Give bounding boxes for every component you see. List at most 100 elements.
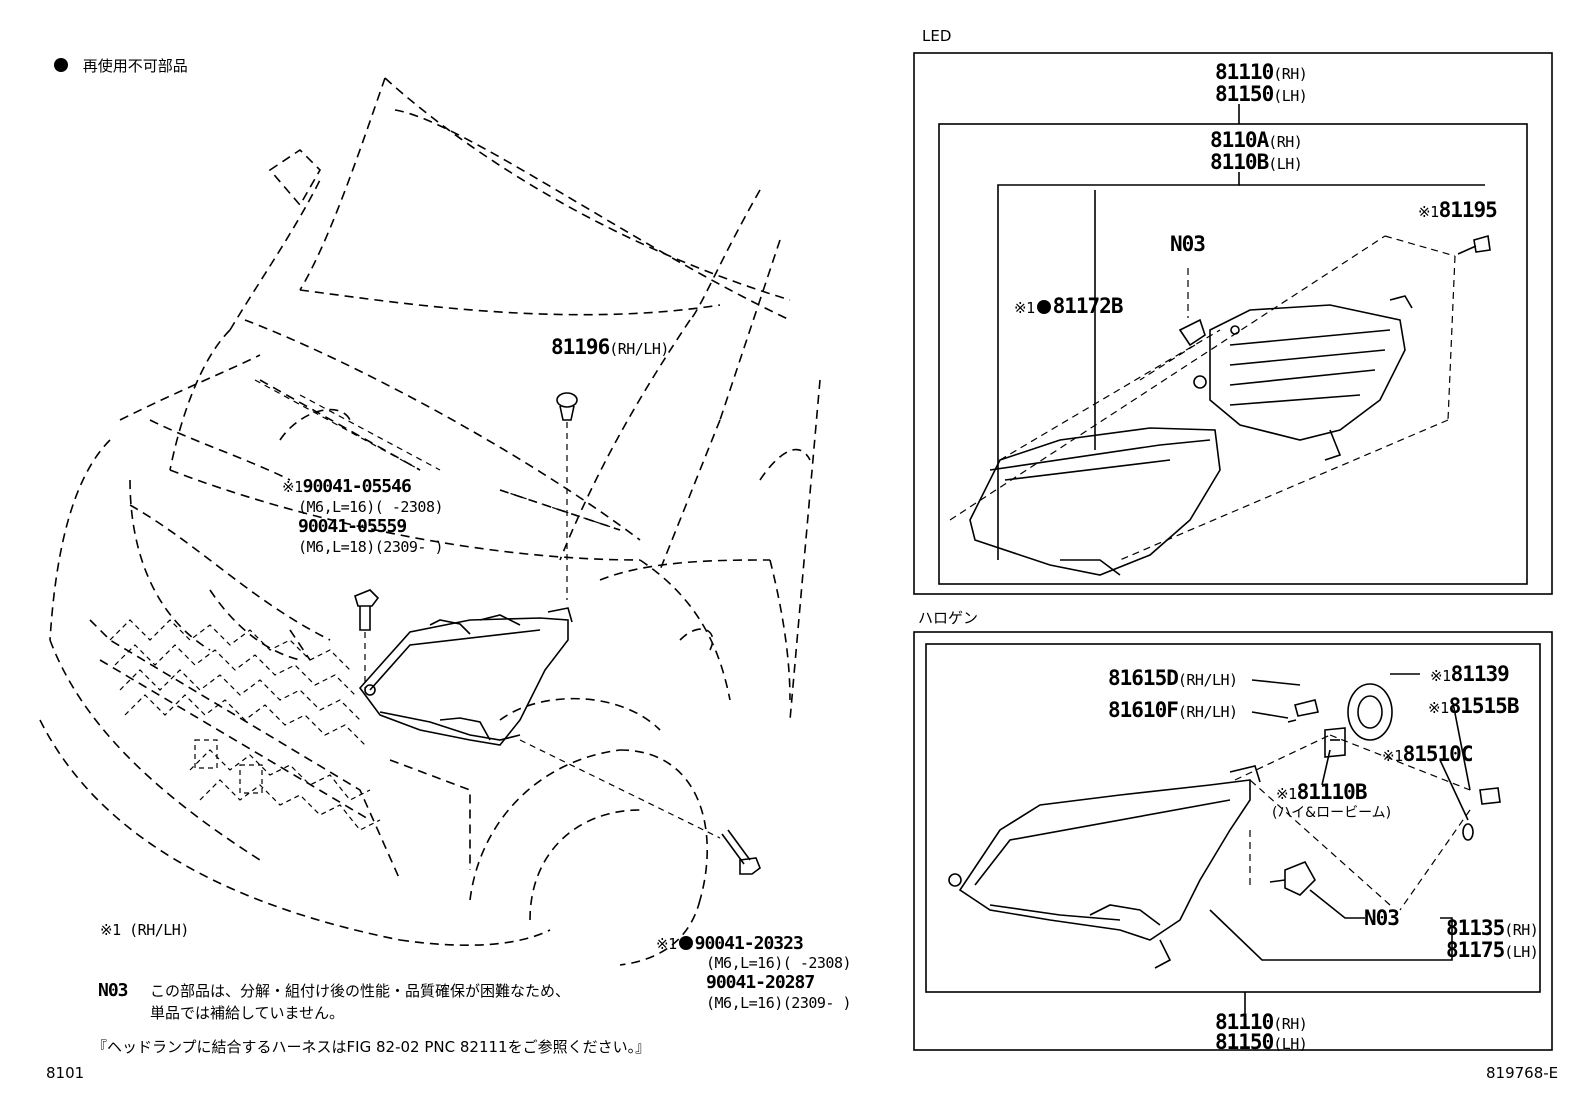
bolt-top-drawing: [354, 589, 380, 631]
part-bolt-bottom[interactable]: ※1 90041-20323: [656, 933, 804, 954]
part-bolt-top[interactable]: ※190041-05546: [282, 476, 412, 497]
bolt-bottom-a-spec: (M6,L=16)( -2308): [706, 954, 852, 972]
bolt-top-a-spec: (M6,L=16)( -2308): [298, 498, 444, 516]
part-suffix: (RH): [1273, 1015, 1308, 1033]
vehicle-front-outline: [39, 77, 821, 966]
hal-part-81110B[interactable]: ※181110B: [1276, 780, 1368, 804]
part-number: 81175: [1446, 938, 1505, 962]
part-bolt-bottom-b[interactable]: 90041-20287: [706, 972, 815, 993]
hal-part-81110-rh[interactable]: 81110(RH): [1215, 1010, 1308, 1034]
led-part-81150-lh[interactable]: 81150(LH): [1215, 84, 1308, 105]
led-mid-frame: [938, 123, 1528, 585]
clip-81196-drawing: [556, 392, 578, 421]
figure-number: 8101: [46, 1064, 85, 1082]
hl-bulb-drawing: [1324, 727, 1346, 758]
mark-note-1: ※1: [1014, 299, 1035, 317]
halogen-inner-frame: [925, 643, 1541, 993]
part-suffix: (LH): [1273, 87, 1308, 105]
led-part-8110A-rh[interactable]: 8110A(RH): [1210, 128, 1303, 152]
part-number: 81110: [1215, 1010, 1274, 1034]
non-reusable-dot-icon: [1036, 300, 1051, 314]
part-bolt-top-b[interactable]: 90041-05559: [298, 516, 407, 537]
note-n03-line2: 単品では補給していません。: [150, 1004, 345, 1022]
led-part-81195[interactable]: ※181195: [1418, 198, 1498, 222]
section-led-label: LED: [922, 27, 952, 45]
mark-note-1: ※1: [1430, 667, 1451, 685]
part-number: 81135: [1446, 916, 1505, 940]
hal-part-81515B[interactable]: ※181515B: [1428, 694, 1520, 718]
hal-part-n03[interactable]: N03: [1364, 906, 1400, 930]
led-lamp-body-drawing: [969, 427, 1221, 576]
part-suffix: (LH): [1273, 1035, 1308, 1053]
bolt-bottom-b-spec: (M6,L=16)(2309- ): [706, 994, 852, 1012]
bolt-bottom-drawing: [721, 829, 761, 875]
hal-part-81110B-desc: (ハイ&ロービーム): [1272, 805, 1392, 821]
part-number: 81515B: [1448, 694, 1520, 718]
led-outer-frame: [913, 52, 1553, 595]
mark-note-1: ※1: [1382, 747, 1403, 765]
part-number: 81195: [1438, 198, 1498, 222]
led-part-n03[interactable]: N03: [1170, 232, 1206, 256]
led-part-8110B-lh[interactable]: 8110B(LH): [1210, 150, 1303, 174]
hal-part-81150-lh[interactable]: 81150(LH): [1215, 1030, 1308, 1054]
part-81196[interactable]: 81196(RH/LH): [551, 337, 669, 358]
part-suffix: (RH/LH): [1177, 671, 1238, 689]
part-number: 81510C: [1402, 742, 1474, 766]
part-suffix: (RH): [1504, 921, 1539, 939]
mark-note-1: ※1: [282, 478, 303, 496]
n03-halogen-bulb-drawing: [1269, 860, 1316, 896]
part-number: 81150: [1215, 1030, 1274, 1054]
part-number: 81110B: [1296, 780, 1368, 804]
note-n03-code: N03: [98, 980, 128, 1001]
halogen-outer-frame: [913, 631, 1553, 1051]
parking-bulb-drawing: [1287, 699, 1319, 723]
left-headlamp-drawing: [358, 607, 573, 746]
part-number: 81110: [1215, 60, 1274, 84]
non-reusable-dot-icon: [54, 58, 68, 72]
led-part-81172B[interactable]: ※1 81172B: [1014, 294, 1124, 318]
part-suffix: (RH): [1268, 133, 1303, 151]
hal-part-81139[interactable]: ※181139: [1430, 662, 1510, 686]
hal-part-81510C[interactable]: ※181510C: [1382, 742, 1474, 766]
hal-part-81615D[interactable]: 81615D(RH/LH): [1108, 668, 1238, 689]
part-number: 81615D: [1108, 666, 1179, 690]
bolt-top-b-spec: (M6,L=18)(2309- ): [298, 538, 444, 556]
part-number: 81196: [551, 335, 610, 359]
bulb-81510C-drawing: [1462, 823, 1474, 841]
part-number: 81139: [1450, 662, 1510, 686]
n03-led-bulb-drawing: [1178, 318, 1206, 347]
note-harness: 『ヘッドランプに結合するハーネスはFIG 82-02 PNC 82111をご参照…: [92, 1038, 651, 1056]
part-suffix: (RH/LH): [609, 340, 669, 358]
part-number: 8110A: [1210, 128, 1269, 152]
cap-81139-drawing: [1347, 683, 1393, 741]
part-suffix: (LH): [1504, 943, 1539, 961]
non-reusable-dot-icon: [678, 936, 693, 950]
diagram-code: 819768-E: [1486, 1064, 1559, 1082]
note-rh-lh: ※1 (RH/LH): [100, 921, 189, 939]
mark-note-1: ※1: [656, 935, 677, 953]
socket-81515B-drawing: [1479, 787, 1501, 805]
part-number: 8110B: [1210, 150, 1269, 174]
part-number: 90041-20323: [694, 933, 804, 954]
led-part-81110-rh[interactable]: 81110(RH): [1215, 60, 1308, 84]
part-suffix: (LH): [1268, 155, 1303, 173]
led-headlamp-drawing: [1193, 295, 1413, 461]
part-number: 90041-05546: [302, 476, 412, 497]
part-suffix: (RH): [1273, 65, 1308, 83]
part-suffix: (RH/LH): [1177, 703, 1238, 721]
mark-note-1: ※1: [1428, 699, 1449, 717]
hal-part-81610F[interactable]: 81610F(RH/LH): [1108, 700, 1238, 721]
hal-part-81135-rh[interactable]: 81135(RH): [1446, 916, 1539, 940]
mark-note-1: ※1: [1276, 785, 1297, 803]
note-n03-line1: この部品は、分解・組付け後の性能・品質確保が困難なため、: [150, 982, 571, 1000]
grille-mesh: [109, 619, 381, 831]
halogen-headlamp-drawing: [948, 765, 1261, 969]
mark-note-1: ※1: [1418, 203, 1439, 221]
legend-reuse: 再使用不可部品: [52, 58, 188, 74]
screw-81195-drawing: [1457, 234, 1491, 255]
part-number: 81610F: [1108, 698, 1179, 722]
section-halogen-label: ハロゲン: [918, 609, 979, 627]
part-number: 81172B: [1052, 294, 1124, 318]
hal-part-81175-lh[interactable]: 81175(LH): [1446, 938, 1539, 962]
